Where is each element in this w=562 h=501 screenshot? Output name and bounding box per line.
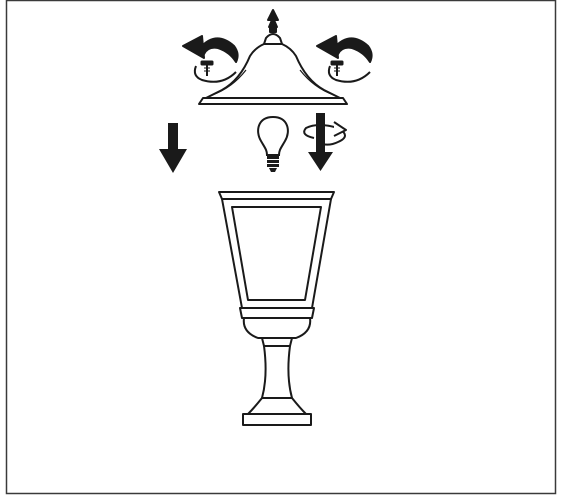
diagram-border [5,0,557,495]
light-bulb-icon [257,115,289,172]
lantern-glass-housing-icon [218,191,335,319]
rotate-ccw-arrow-left-icon [182,35,239,83]
lantern-pedestal-icon [242,317,312,426]
rotate-ccw-arrow-right-icon [316,35,373,83]
bulb-screw-in-arrow-icon [303,113,347,171]
down-arrow-icon [159,123,187,173]
lamp-cap-icon [198,9,348,105]
screw-right-icon [330,60,344,76]
screw-left-icon [200,60,214,76]
